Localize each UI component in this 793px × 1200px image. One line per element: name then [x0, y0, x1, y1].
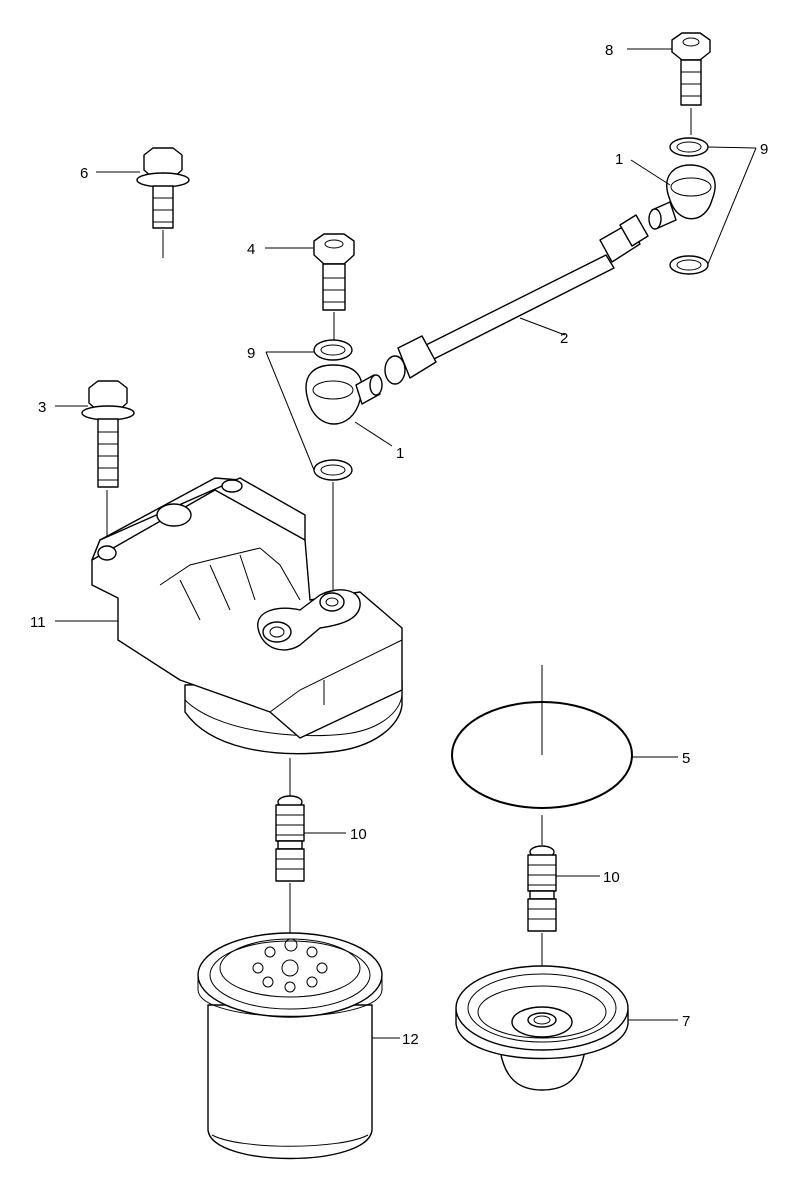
callout-3: 3: [38, 399, 46, 416]
banjo-fitting-1: [305, 364, 383, 425]
callout-12: 12: [402, 1031, 419, 1048]
callout-leaders: [55, 48, 757, 1039]
sealing-washer-9: [669, 255, 709, 275]
callout-1-upper: 1: [615, 151, 623, 168]
filter-cover-7: [455, 965, 629, 1091]
callout-9-middle: 9: [247, 345, 255, 362]
banjo-bolt-8: [671, 32, 711, 106]
threaded-nipple-10: [275, 795, 305, 882]
banjo-bolt-4: [313, 233, 355, 311]
callout-9-upper: 9: [760, 141, 768, 158]
flange-bolt-3: [81, 380, 135, 488]
sealing-washer-9: [313, 459, 353, 481]
callout-4: 4: [247, 241, 255, 258]
threaded-nipple-10: [527, 845, 557, 932]
filter-head-11: [91, 477, 403, 755]
sealing-washer-9: [313, 339, 353, 361]
callout-8: 8: [605, 42, 613, 59]
callout-6: 6: [80, 165, 88, 182]
callout-5: 5: [682, 750, 690, 767]
callout-1-middle: 1: [396, 445, 404, 462]
callout-10-right: 10: [603, 869, 620, 886]
callout-2: 2: [560, 330, 568, 347]
filter-cartridge-12: [197, 932, 383, 1160]
callout-7: 7: [682, 1013, 690, 1030]
fuel-pipe-2: [384, 214, 649, 385]
sealing-washer-9: [669, 137, 709, 157]
callout-10-left: 10: [350, 826, 367, 843]
banjo-fitting-1: [648, 164, 716, 230]
flange-bolt-6: [136, 147, 190, 229]
callout-11: 11: [30, 614, 46, 631]
